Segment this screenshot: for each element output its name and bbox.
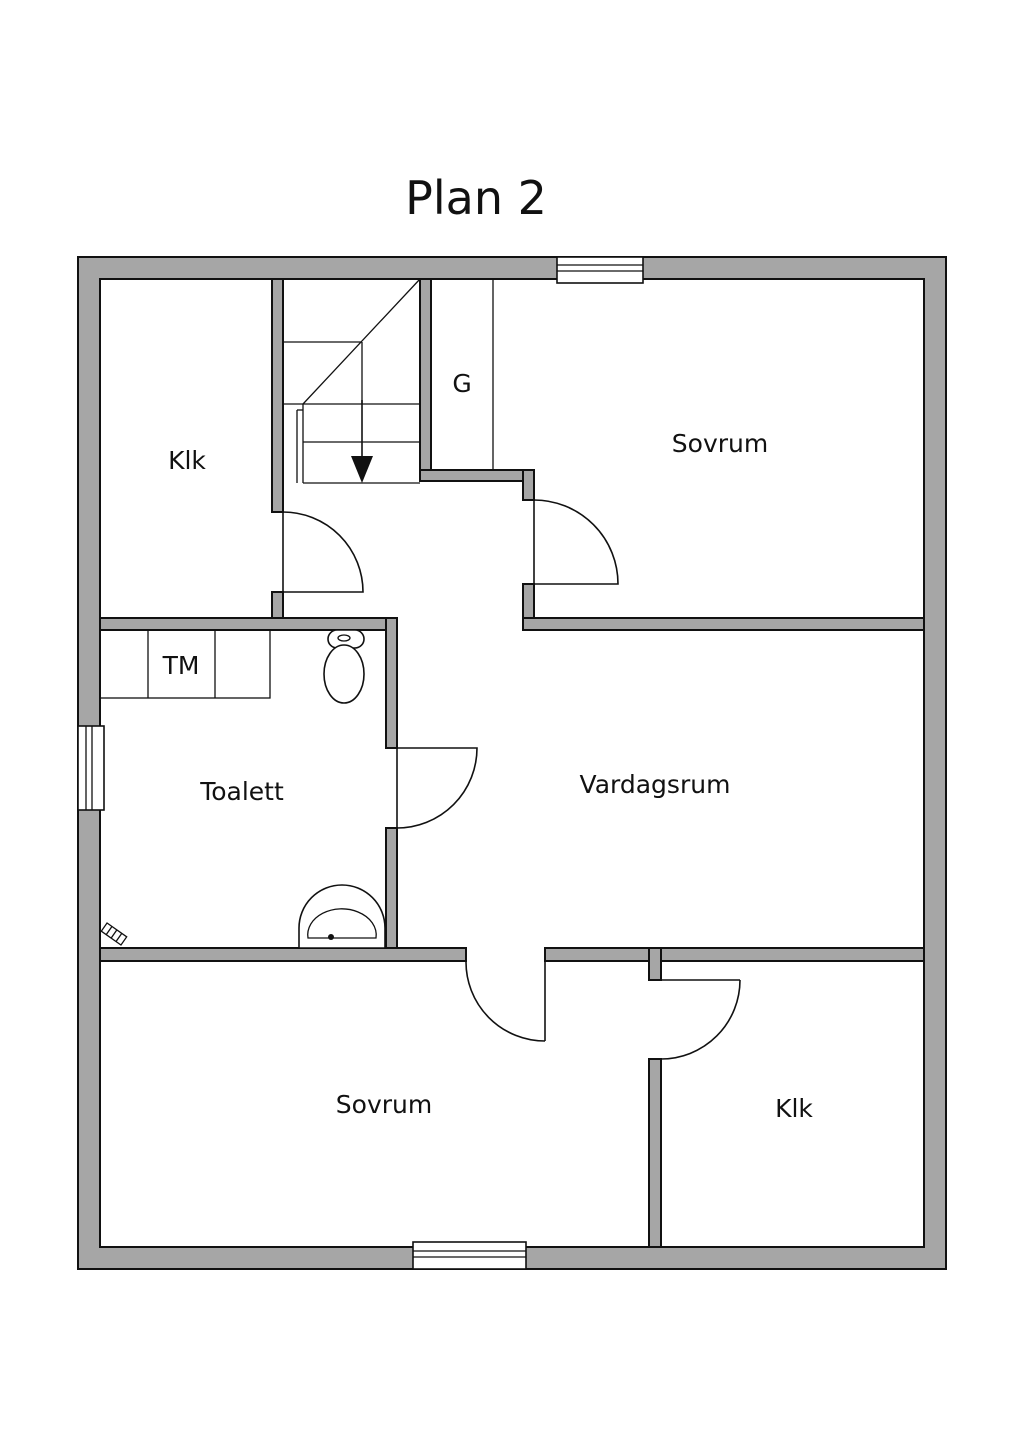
wall-middle-right [544, 947, 925, 962]
plan-title: Plan 2 [405, 171, 547, 225]
door-klk-top [282, 511, 364, 593]
room-label-toalett: Toalett [199, 777, 284, 806]
wall-toalett-right-upper [385, 617, 398, 749]
room-label-klk-bottom: Klk [775, 1094, 813, 1123]
room-label-vardagsrum: Vardagsrum [580, 770, 731, 799]
window-left [77, 725, 105, 811]
door-klk-bottom [660, 979, 741, 1060]
wall-sovrum-klk-stub [648, 947, 662, 981]
room-label-g: G [452, 369, 471, 398]
wall-sovrum-klk [648, 1058, 662, 1248]
door-sovrum-top [533, 499, 619, 585]
room-label-klk-top: Klk [168, 446, 206, 475]
door-sovrum-bottom [465, 960, 546, 1042]
door-toalett [396, 747, 478, 829]
wall-stair-g [419, 278, 432, 482]
window-bottom [412, 1241, 527, 1270]
room-label-sovrum-bottom: Sovrum [336, 1090, 432, 1119]
sink-icon [298, 884, 386, 949]
room-label-tm: TM [162, 651, 200, 680]
wall-middle-left [99, 947, 467, 962]
wall-g-bottom [419, 469, 535, 482]
room-label-sovrum-top: Sovrum [672, 429, 768, 458]
stair-direction-arrow-icon [351, 456, 373, 483]
drain-icon [100, 922, 128, 946]
window-top [556, 256, 644, 284]
staircase [283, 278, 421, 484]
wall-klk-stair [271, 278, 284, 513]
toilet-icon [323, 629, 365, 704]
wall-klk-stair-lower [271, 591, 284, 619]
wall-toalett-right-lower [385, 827, 398, 951]
wall-klk-toalett [99, 617, 398, 631]
laundry-counter [99, 629, 271, 699]
wall-sovrum-jog [522, 469, 535, 501]
outer-walls [77, 256, 947, 1270]
wall-sovrum-vardagsrum [522, 617, 925, 631]
